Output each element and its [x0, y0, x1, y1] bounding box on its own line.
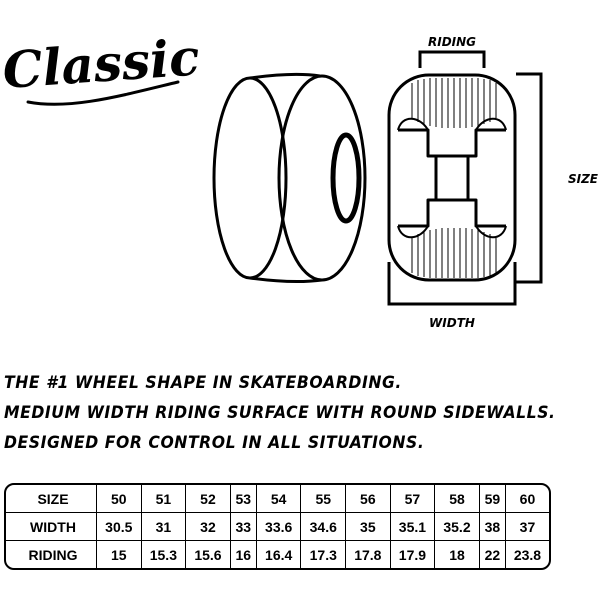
description-line: THE #1 WHEEL SHAPE IN SKATEBOARDING.	[4, 373, 402, 393]
wheel-perspective-drawing	[212, 73, 367, 283]
table-cell: 37	[505, 513, 549, 541]
table-cell: 60	[505, 485, 549, 513]
row-label: SIZE	[6, 485, 97, 513]
description-line: MEDIUM WIDTH RIDING SURFACE WITH ROUND S…	[4, 403, 556, 423]
table-cell: 32	[186, 513, 231, 541]
table-cell: 17.9	[391, 541, 436, 568]
table-cell: 22	[480, 541, 506, 568]
table-cell: 52	[186, 485, 231, 513]
table-cell: 59	[479, 485, 506, 513]
table-cell: 56	[346, 485, 391, 513]
table-row-riding: RIDING 15 15.3 15.6 16 16.4 17.3 17.8 17…	[6, 541, 549, 568]
table-row-width: WIDTH 30.5 31 32 33 33.6 34.6 35 35.1 35…	[6, 513, 549, 541]
table-cell: 18	[435, 541, 480, 568]
table-cell: 38	[479, 513, 506, 541]
table-cell: 58	[435, 485, 480, 513]
table-cell: 30.5	[97, 513, 142, 541]
wheel-cross-section	[387, 73, 517, 282]
logo-wordmark: Classic	[1, 27, 200, 100]
width-label: WIDTH	[429, 316, 475, 330]
table-cell: 16	[231, 541, 257, 568]
riding-dimension-bracket	[418, 50, 486, 68]
table-cell: 34.6	[301, 513, 347, 541]
table-cell: 23.8	[513, 546, 542, 563]
table-cell: 33	[230, 513, 257, 541]
table-row-size: SIZE 50 51 52 53 54 55 56 57 58 59 60	[6, 485, 549, 513]
row-label: WIDTH	[6, 513, 97, 541]
table-cell: 33.6	[256, 513, 302, 541]
table-cell: 31	[141, 513, 187, 541]
table-cell: 17.3	[301, 541, 347, 568]
table-cell: 35.2	[435, 513, 480, 541]
logo-swash	[26, 80, 180, 106]
size-dimension-bracket	[516, 72, 543, 284]
table-cell: 15	[97, 541, 142, 568]
description-line: DESIGNED FOR CONTROL IN ALL SITUATIONS.	[4, 433, 425, 453]
table-cell: 16.4	[257, 541, 302, 568]
table-cell: 53	[230, 485, 257, 513]
table-cell: 15.3	[142, 541, 187, 568]
table-cell: 51	[141, 485, 187, 513]
table-cell: 35.1	[390, 513, 436, 541]
table-cell: 54	[256, 485, 302, 513]
table-cell: 15.6	[186, 541, 231, 568]
size-label: SIZE	[568, 172, 599, 186]
table-cell: 57	[390, 485, 436, 513]
wheel-description: THE #1 WHEEL SHAPE IN SKATEBOARDING. MED…	[4, 368, 594, 458]
classic-logo: Classic	[1, 27, 200, 106]
table-cell: 35	[346, 513, 391, 541]
wheel-diagram: RIDING SIZE WIDTH	[212, 35, 599, 330]
table-cell: 55	[301, 485, 347, 513]
width-dimension-bracket	[387, 262, 517, 306]
table-cell: 17.8	[346, 541, 391, 568]
riding-label: RIDING	[428, 35, 476, 49]
table-cell: 50	[97, 485, 142, 513]
wheel-spec-table: SIZE 50 51 52 53 54 55 56 57 58 59 60 WI…	[4, 483, 551, 570]
row-label: RIDING	[6, 541, 97, 568]
